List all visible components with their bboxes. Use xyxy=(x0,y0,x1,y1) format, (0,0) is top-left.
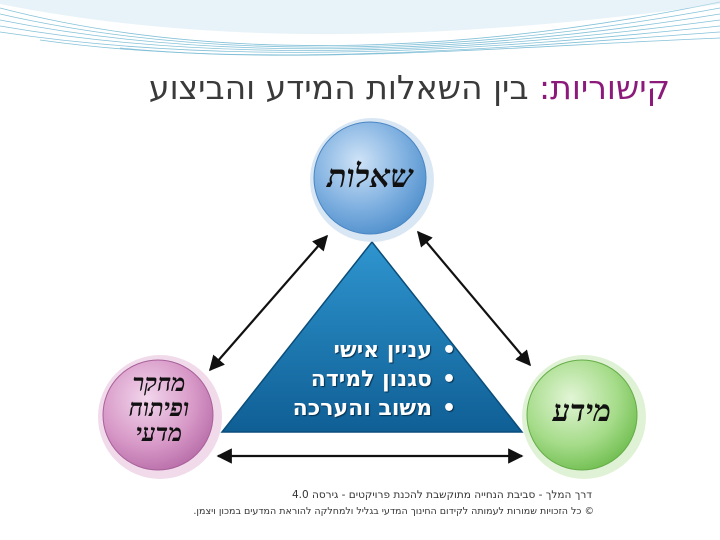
copyright-text: כל הזכויות שמורות לעמותה לקידום החינוך ה… xyxy=(193,506,582,517)
footer-credit-line: דרך המלך - סביבת הנחייה מתוקשבת להכנת פר… xyxy=(291,489,592,501)
right-circle xyxy=(526,359,638,471)
left-circle-line-2: ופיתוח xyxy=(128,393,190,423)
slide-title: קישוריות: בין השאלות המידע והביצוע xyxy=(40,66,670,110)
top-circle-label: שאלות xyxy=(327,157,413,195)
footer-copyright-line: © כל הזכויות שמורות לעמותה לקידום החינוך… xyxy=(74,506,594,517)
title-lead: קישוריות: xyxy=(539,68,670,107)
left-circle-line-1: מחקר xyxy=(132,368,186,397)
right-circle-label: מידע xyxy=(552,394,612,429)
copyright-icon: © xyxy=(584,506,595,517)
left-circle-line-3: מדעי xyxy=(135,418,183,448)
left-circle-label: מחקר ופיתוח מדעי xyxy=(106,370,212,446)
arrow-right-connector xyxy=(417,230,531,367)
left-circle xyxy=(102,359,214,471)
title-rest: בין השאלות המידע והביצוע xyxy=(148,68,529,107)
bullet-feedback-assessment: משוב והערכה xyxy=(238,394,460,423)
triangle-bullet-list: עניין אישי סגנון למידה משוב והערכה xyxy=(238,336,460,423)
decorative-header-swoosh xyxy=(0,0,720,56)
arrow-left-connector xyxy=(208,234,329,372)
top-circle xyxy=(313,121,427,235)
swoosh-band xyxy=(0,0,720,35)
bullet-personal-interest: עניין אישי xyxy=(238,336,460,365)
bullet-learning-style: סגנון למידה xyxy=(238,365,460,394)
